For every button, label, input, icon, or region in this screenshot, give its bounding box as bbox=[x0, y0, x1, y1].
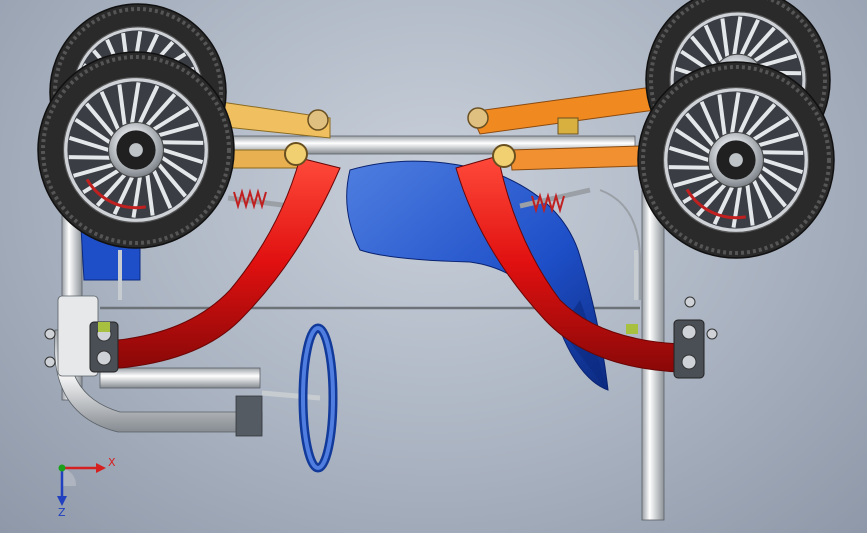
steering-wheel[interactable] bbox=[298, 323, 338, 473]
right-damper[interactable] bbox=[519, 187, 591, 214]
spoke bbox=[695, 183, 727, 217]
spoke bbox=[757, 173, 787, 208]
axle-nut bbox=[729, 153, 743, 167]
spoke bbox=[762, 158, 804, 175]
spoke bbox=[759, 53, 798, 69]
spoke bbox=[112, 176, 134, 215]
axis-triad: X Z bbox=[57, 456, 116, 519]
y-axis-dot bbox=[58, 464, 66, 472]
right-arm-top-joint[interactable] bbox=[492, 144, 516, 168]
spoke bbox=[758, 132, 800, 148]
axle-nut bbox=[129, 143, 143, 157]
z-axis-label: Z bbox=[58, 506, 66, 519]
spoke bbox=[745, 103, 777, 137]
spoke bbox=[682, 179, 720, 205]
left-damper[interactable] bbox=[227, 188, 291, 210]
spoke bbox=[117, 84, 127, 126]
spoke bbox=[131, 176, 142, 218]
spoke bbox=[82, 169, 120, 195]
left-knuckle[interactable] bbox=[44, 321, 119, 373]
left-arm-top-joint[interactable] bbox=[284, 142, 308, 166]
spoke bbox=[162, 148, 204, 165]
tire-tread bbox=[41, 55, 231, 245]
z-axis-arrowhead bbox=[57, 496, 67, 506]
front-right-wheel[interactable] bbox=[637, 61, 835, 259]
tire-tread bbox=[649, 0, 827, 169]
spoke bbox=[752, 115, 790, 141]
spoke bbox=[145, 174, 155, 216]
spoke bbox=[85, 102, 115, 137]
x-axis-label: X bbox=[108, 456, 116, 469]
spoke bbox=[717, 94, 727, 136]
x-axis-arrowhead bbox=[96, 463, 106, 473]
brake-caliper bbox=[685, 188, 747, 220]
spoke bbox=[685, 112, 715, 147]
spoke bbox=[761, 166, 798, 193]
spoke bbox=[72, 162, 114, 178]
spoke bbox=[690, 35, 718, 68]
spoke bbox=[74, 117, 111, 144]
spoke bbox=[762, 150, 804, 155]
frame-bracket-front[interactable] bbox=[235, 395, 263, 437]
spoke bbox=[158, 122, 200, 138]
spoke bbox=[703, 24, 723, 62]
spoke bbox=[753, 38, 789, 63]
spoke bbox=[745, 184, 755, 226]
steering-column[interactable] bbox=[261, 390, 321, 401]
spoke bbox=[712, 186, 734, 225]
wheels[interactable] bbox=[37, 0, 835, 259]
spoke bbox=[739, 18, 760, 56]
spoke bbox=[152, 169, 173, 210]
spoke bbox=[68, 155, 110, 160]
spoke bbox=[138, 85, 160, 124]
brake-caliper bbox=[85, 178, 147, 210]
spoke bbox=[68, 135, 110, 152]
spoke bbox=[95, 173, 127, 207]
spoke bbox=[674, 127, 711, 154]
spoke bbox=[162, 140, 204, 145]
spoke bbox=[730, 92, 741, 134]
spoke bbox=[145, 93, 177, 127]
spoke bbox=[161, 156, 198, 183]
tire-tread bbox=[641, 65, 831, 255]
spoke bbox=[720, 18, 730, 57]
spoke bbox=[668, 165, 710, 170]
spoke bbox=[668, 145, 710, 162]
brake-line[interactable] bbox=[599, 189, 641, 300]
spoke bbox=[731, 186, 742, 228]
spoke bbox=[752, 179, 773, 220]
tire-tread bbox=[53, 7, 223, 177]
right-knuckle[interactable] bbox=[626, 296, 718, 379]
spoke bbox=[699, 100, 720, 141]
spoke bbox=[732, 16, 743, 55]
front-left-wheel[interactable] bbox=[37, 51, 235, 249]
spoke bbox=[99, 90, 120, 131]
spoke bbox=[738, 95, 760, 134]
spoke bbox=[672, 172, 714, 188]
frame-front-bar[interactable] bbox=[99, 367, 261, 389]
spoke bbox=[747, 26, 776, 58]
spoke bbox=[152, 105, 190, 131]
spoke bbox=[130, 82, 141, 124]
spoke bbox=[157, 163, 187, 198]
